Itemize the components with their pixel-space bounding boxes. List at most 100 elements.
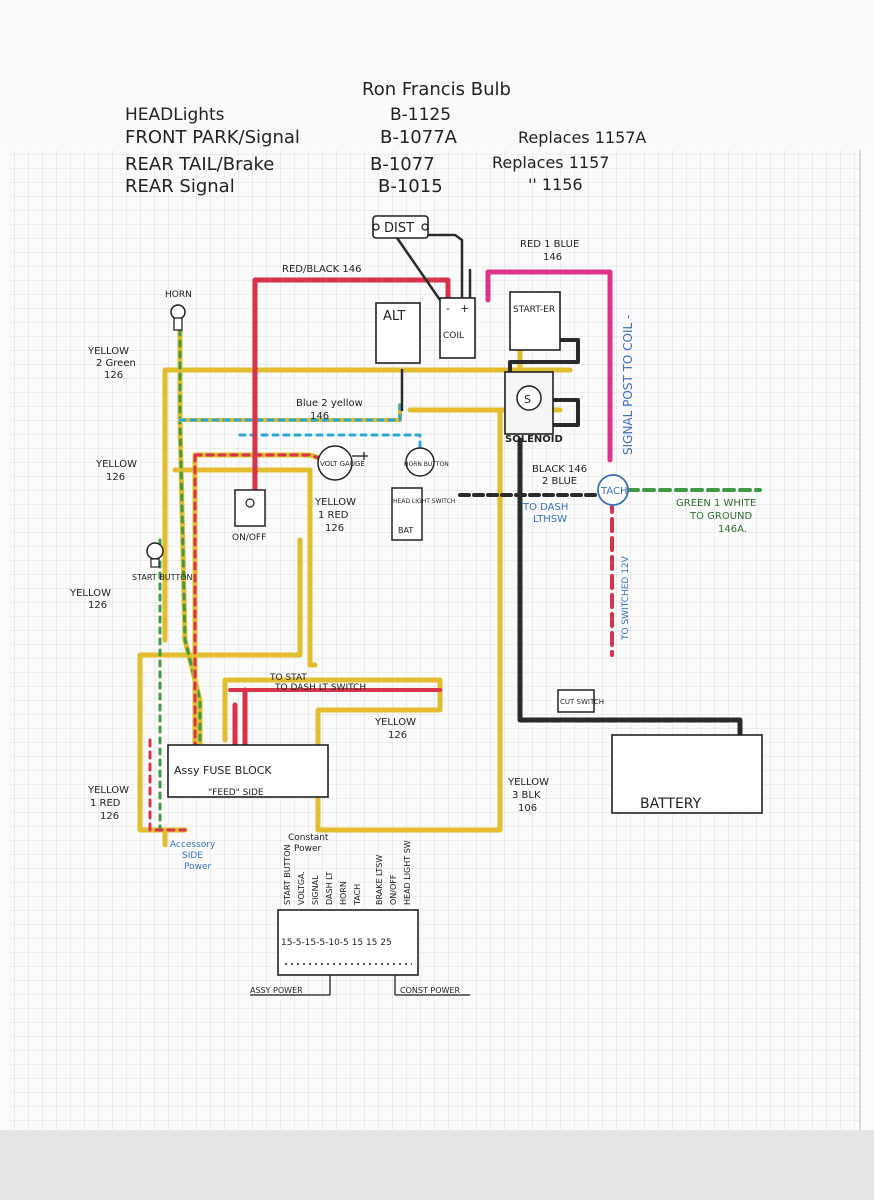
label-yellow-mid-2: 126 <box>388 730 407 741</box>
label-yellow-blk-3: 106 <box>518 803 537 814</box>
feed-side-label: "FEED" SIDE <box>208 788 264 798</box>
wire-blue-yellow-dash <box>178 403 402 422</box>
label-red-black: RED/BLACK 146 <box>282 264 361 275</box>
battery: BATTERY <box>611 734 763 814</box>
fuse-circuit-labels: START BUTTON VOLTGA. SIGNAL DASH LT HORN… <box>283 840 412 906</box>
solenoid-s: S <box>524 393 531 406</box>
on-off-label: ON/OFF <box>232 533 266 543</box>
fuse-circuit-horn: HORN <box>339 881 348 905</box>
volt-gauge: VOLT GAUGE <box>317 445 368 481</box>
wire-yellow-green-dash <box>158 328 202 832</box>
tach-label: TACH <box>600 486 628 497</box>
solenoid: S SOLENOID <box>504 371 563 445</box>
fuse-block-label: Assy FUSE BLOCK <box>174 764 272 777</box>
horn: HORN <box>165 290 192 331</box>
label-yr-low-3: 126 <box>100 811 119 822</box>
label-yellow-126-1: YELLOW <box>95 459 137 470</box>
fuse-circuit-head-light-sw: HEAD LIGHT SW <box>403 840 412 905</box>
header-row-3-part: B-1077 <box>370 154 435 175</box>
fuse-panel: 15-5-15-5-10-5 15 15 25 ASSY POWER CONST… <box>250 840 470 996</box>
solenoid-label: SOLENOID <box>505 434 563 445</box>
on-off-switch: ON/OFF <box>232 489 266 543</box>
label-signal-post: SIGNAL POST TO COIL - <box>621 315 635 455</box>
label-yellow-green-3: 126 <box>104 370 123 381</box>
label-yellow-blk-1: YELLOW <box>507 777 549 788</box>
wire-black-battery <box>517 437 743 748</box>
fuse-circuit-dash-lt: DASH LT <box>325 872 334 905</box>
header-title: Ron Francis Bulb <box>362 79 511 100</box>
label-to-dash-1: TO DASH <box>522 502 568 513</box>
const-power-label: CONST POWER <box>400 986 460 995</box>
coil-plus: + <box>460 302 469 315</box>
label-yellow-green-1: YELLOW <box>87 346 129 357</box>
label-red-blue-1: RED 1 BLUE <box>520 239 579 250</box>
start-button: START BUTTON <box>132 542 192 582</box>
alternator: ALT <box>375 302 421 364</box>
header-row-1-name: HEADLights <box>125 105 225 125</box>
header-row-1-part: B-1125 <box>390 105 451 125</box>
paper-top <box>0 0 874 150</box>
fuse-circuit-tach: TACH <box>353 884 362 906</box>
label-acc-2: SIDE <box>182 851 203 861</box>
label-yellow-red-3: 126 <box>325 523 344 534</box>
header-row-3-name: REAR TAIL/Brake <box>125 154 274 175</box>
starter: START-ER <box>509 291 561 351</box>
head-light-switch: HEAD LIGHT SWITCH BAT <box>391 487 455 541</box>
wire-black-solenoid <box>508 338 580 427</box>
wire-red-blue <box>485 269 613 463</box>
cut-switch-label: CUT SWITCH <box>560 698 604 706</box>
bat-label: BAT <box>398 526 413 535</box>
label-const-1: Constant <box>288 833 329 843</box>
label-black-blue-1: BLACK 146 <box>532 464 587 475</box>
horn-label: HORN <box>165 290 192 300</box>
wires <box>137 233 762 848</box>
wire-red-black <box>232 277 451 748</box>
fuse-circuit-signal: SIGNAL <box>311 875 320 905</box>
label-to-stat-2: TO DASH LT SWITCH <box>274 683 366 693</box>
horn-button: HORN BUTTON <box>404 447 449 477</box>
label-green-white-1: GREEN 1 WHITE <box>676 498 756 509</box>
fuse-circuit-brake-ltsw: BRAKE LTSW <box>375 855 384 905</box>
fuse-block: Assy FUSE BLOCK "FEED" SIDE <box>167 744 329 798</box>
battery-label: BATTERY <box>640 796 702 812</box>
volt-gauge-label: VOLT GAUGE <box>320 460 365 468</box>
label-black-blue-2: 2 BLUE <box>542 476 577 487</box>
label-switched: TO SWITCHED 12V <box>621 555 631 641</box>
coil: - + COIL <box>439 297 476 359</box>
label-yr-low-1: YELLOW <box>87 785 129 796</box>
header-row-2-note: Replaces 1157A <box>518 128 646 147</box>
label-blue-yellow-2: 146 <box>310 411 329 422</box>
coil-label: COIL <box>443 331 464 341</box>
start-button-label: START BUTTON <box>132 573 192 582</box>
components: DIST ALT - + COIL START-ER S SOLENOID <box>132 215 763 996</box>
label-yellow-green-2: 2 Green <box>96 358 136 369</box>
label-blue-yellow-1: Blue 2 yellow <box>296 398 363 409</box>
tach: TACH <box>597 474 629 506</box>
fuse-circuit-voltga: VOLTGA. <box>297 871 306 905</box>
header-row-2-part: B-1077A <box>380 127 458 148</box>
label-to-stat-1: TO STAT <box>269 673 307 683</box>
wire-labels: RED/BLACK 146 RED 1 BLUE 146 SIGNAL POST… <box>69 239 756 872</box>
distributor: DIST <box>372 215 429 239</box>
header-row-4-part: B-1015 <box>378 176 443 197</box>
label-green-white-3: 146A. <box>718 524 747 535</box>
alt-label: ALT <box>383 309 405 324</box>
label-acc-1: Accessory <box>170 840 216 850</box>
label-acc-3: Power <box>184 862 212 872</box>
coil-minus: - <box>446 302 450 315</box>
grid-lines <box>10 150 860 1195</box>
label-const-2: Power <box>294 844 322 854</box>
label-yellow-red-2: 1 RED <box>318 510 349 521</box>
header-row-4-note: '' 1156 <box>528 175 583 194</box>
label-yellow-mid-1: YELLOW <box>374 717 416 728</box>
label-red-blue-2: 146 <box>543 252 562 263</box>
label-yellow-blk-2: 3 BLK <box>512 790 541 801</box>
label-start-yellow-1: YELLOW <box>69 588 111 599</box>
starter-label: START-ER <box>513 305 555 315</box>
cut-switch: CUT SWITCH <box>557 689 604 713</box>
horn-button-label: HORN BUTTON <box>404 461 449 468</box>
label-green-white-2: TO GROUND <box>689 511 753 522</box>
dist-label: DIST <box>384 221 414 236</box>
head-light-switch-label: HEAD LIGHT SWITCH <box>393 498 455 505</box>
